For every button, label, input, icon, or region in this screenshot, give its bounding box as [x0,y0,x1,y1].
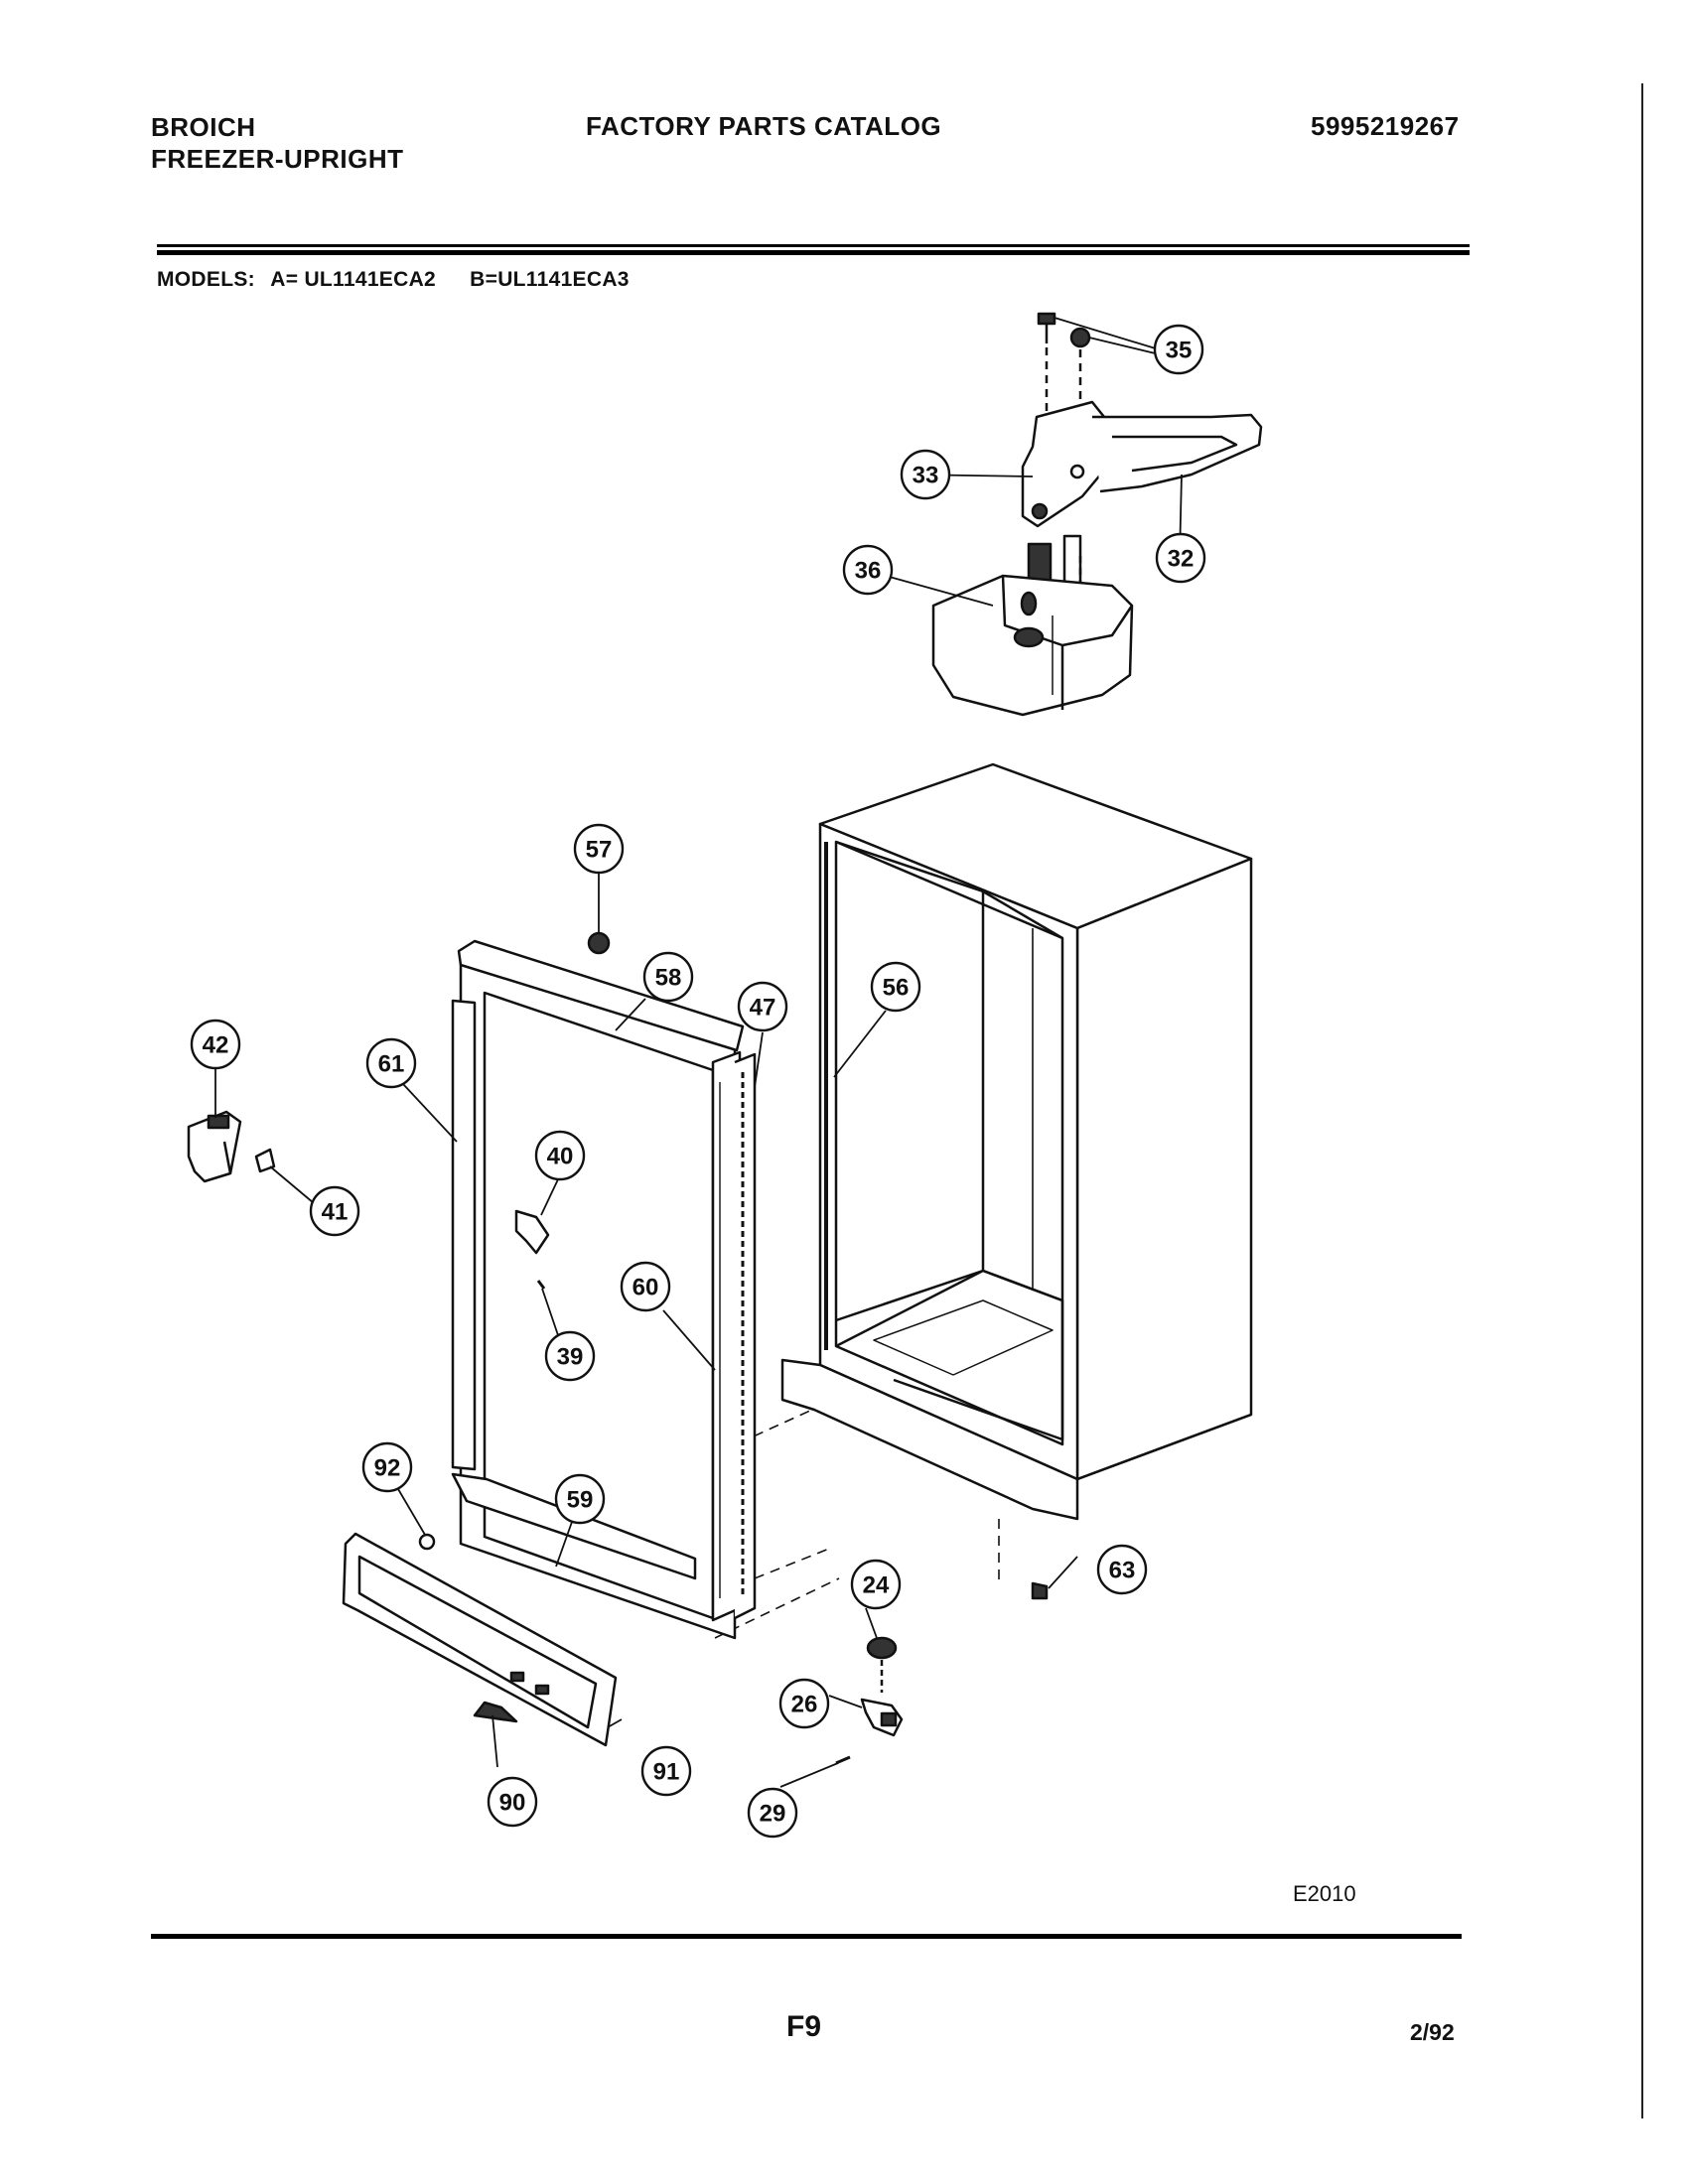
callout-61: 61 [378,1051,405,1078]
callout-33: 33 [913,463,939,489]
callout-58: 58 [655,965,682,992]
callout-92-circle [361,1441,413,1493]
door-shelf-bin [342,1532,618,1747]
page-edge-line [1641,83,1643,2118]
product-type: FREEZER-UPRIGHT [151,144,404,174]
callout-59-circle [554,1473,606,1525]
footer-rule [151,1934,1462,1939]
callout-26: 26 [791,1692,818,1718]
catalog-title: FACTORY PARTS CATALOG [586,111,942,141]
latch-part [514,1209,550,1255]
button-part [587,931,611,955]
plug-part [418,1533,436,1551]
callout-90: 90 [499,1790,526,1817]
callout-39-circle [544,1330,596,1382]
callout-35: 35 [1166,338,1193,364]
callout-59: 59 [567,1487,594,1514]
callout-39: 39 [557,1344,584,1371]
leveling-screw [1031,1581,1049,1600]
callout-40-circle [534,1130,586,1181]
callout-57-circle [573,823,625,875]
revision-date: 2/92 [1410,2019,1455,2045]
callout-61-circle [365,1037,417,1089]
cabinet [780,762,1253,1521]
callout-40: 40 [547,1144,574,1170]
door-assembly [451,939,757,1640]
callout-42: 42 [203,1032,229,1059]
bottom-hinge-parts [835,1636,904,1765]
callout-60-circle [620,1261,671,1312]
callout-58-circle [642,951,694,1003]
screw-part [473,1701,518,1723]
callout-36-circle [842,544,894,596]
callout-35-circle [1153,324,1204,375]
callout-47: 47 [750,995,776,1022]
callout-32: 32 [1168,546,1195,573]
callout-91: 91 [653,1759,680,1786]
callout-29: 29 [760,1801,786,1828]
callout-91-circle [640,1745,692,1797]
callout-42-circle [190,1019,241,1070]
callout-47-circle [737,981,788,1032]
figure-id: E2010 [1293,1881,1356,1906]
models-line: MODELS: A= UL1141ECA2 B=UL1141ECA3 [157,268,639,292]
callout-labels: 35 33 32 36 57 58 47 56 42 61 41 40 39 6… [203,338,1195,1828]
brand-name: BROICH [151,112,256,142]
header-rule-top [157,244,1470,247]
callout-56-circle [870,961,921,1013]
callout-32-circle [1155,532,1206,584]
callout-60: 60 [633,1275,659,1301]
header-brand-block: BROICH FREEZER-UPRIGHT [151,111,404,175]
hinge-assembly [931,312,1263,717]
callout-63-circle [1096,1544,1148,1595]
model-b: B=UL1141ECA3 [470,268,630,291]
callout-29-circle [747,1787,798,1839]
callout-24: 24 [863,1572,890,1599]
pin-part [536,1280,546,1290]
callout-33-circle [900,449,951,500]
callout-92: 92 [374,1455,401,1482]
callout-24-circle [850,1559,902,1610]
callout-63: 63 [1109,1558,1136,1584]
catalog-number: 5995219267 [1311,111,1460,141]
handle-part [187,1110,242,1183]
handle-cap [254,1148,276,1173]
models-label: MODELS: [157,268,255,291]
callout-41-circle [309,1185,360,1237]
page-number: F9 [786,2010,822,2043]
callout-circles [190,324,1206,1839]
callout-57: 57 [586,837,613,864]
callout-26-circle [778,1678,830,1729]
callout-90-circle [487,1776,538,1828]
callout-41: 41 [322,1199,349,1226]
header-rule-bottom [157,250,1470,255]
leader-lines [214,351,1183,1788]
model-a: A= UL1141ECA2 [270,268,437,291]
callout-36: 36 [855,558,882,585]
callout-56: 56 [883,975,910,1002]
